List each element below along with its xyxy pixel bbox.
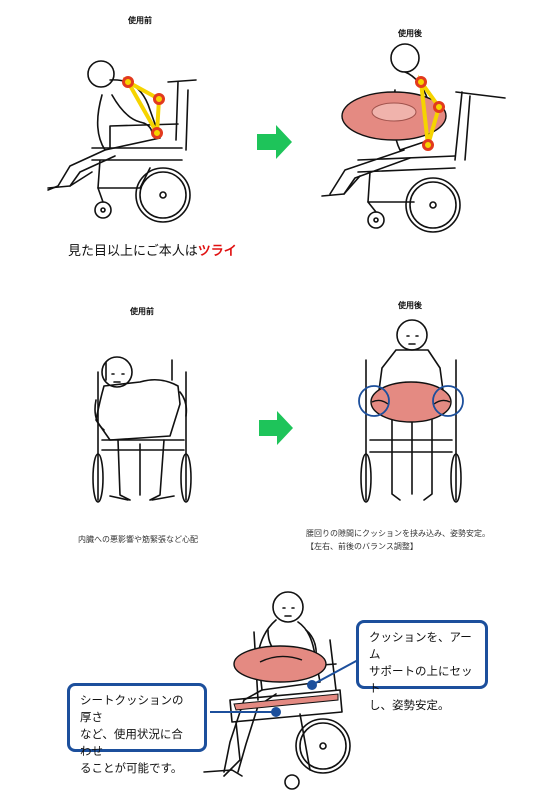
callout-anchor [271,707,281,717]
callout-right-line: クッションを、アーム [369,630,472,661]
panel1-caption-prefix: 見た目以上にご本人は [68,244,198,259]
cushion-illustration [370,381,452,423]
callout-left: シートクッションの厚さ など、使用状況に合わせ ることが可能です。 [67,683,207,775]
highlight-circle [432,385,464,417]
pressure-point [422,139,434,151]
pressure-point [122,76,134,88]
callout-right-line: サポートの上にセット [369,664,473,695]
panel2-after-note-line2: 【左右、前後のバランス調整】 [306,542,418,551]
panel1-after-label: 使用後 [398,29,422,38]
panel2-after-note-line1: 腰回りの隙間にクッションを挟み込み、姿勢安定。 [306,529,490,538]
panel2-before-note: 内臓への悪影響や筋緊張など心配 [78,535,198,544]
callout-left-line: シートクッションの厚さ [80,693,184,724]
cushion-illustration [233,645,327,683]
callout-left-line: ることが可能です。 [80,761,183,775]
callout-right: クッションを、アーム サポートの上にセット し、姿勢安定。 [356,620,488,712]
panel2-before-label: 使用前 [130,307,154,316]
panel1-before-label: 使用前 [128,16,152,25]
panel2-after-label: 使用後 [398,301,422,310]
pressure-point [153,93,165,105]
panel1-caption: 見た目以上にご本人はツライ [68,240,288,259]
callout-right-line: し、姿勢安定。 [369,698,450,712]
highlight-circle [358,385,390,417]
pressure-point [151,127,163,139]
callout-anchor [307,680,317,690]
panel1-caption-emphasis: ツライ [197,244,237,259]
pressure-point [433,101,445,113]
pressure-point [415,76,427,88]
callout-left-line: など、使用状況に合わせ [80,727,183,758]
